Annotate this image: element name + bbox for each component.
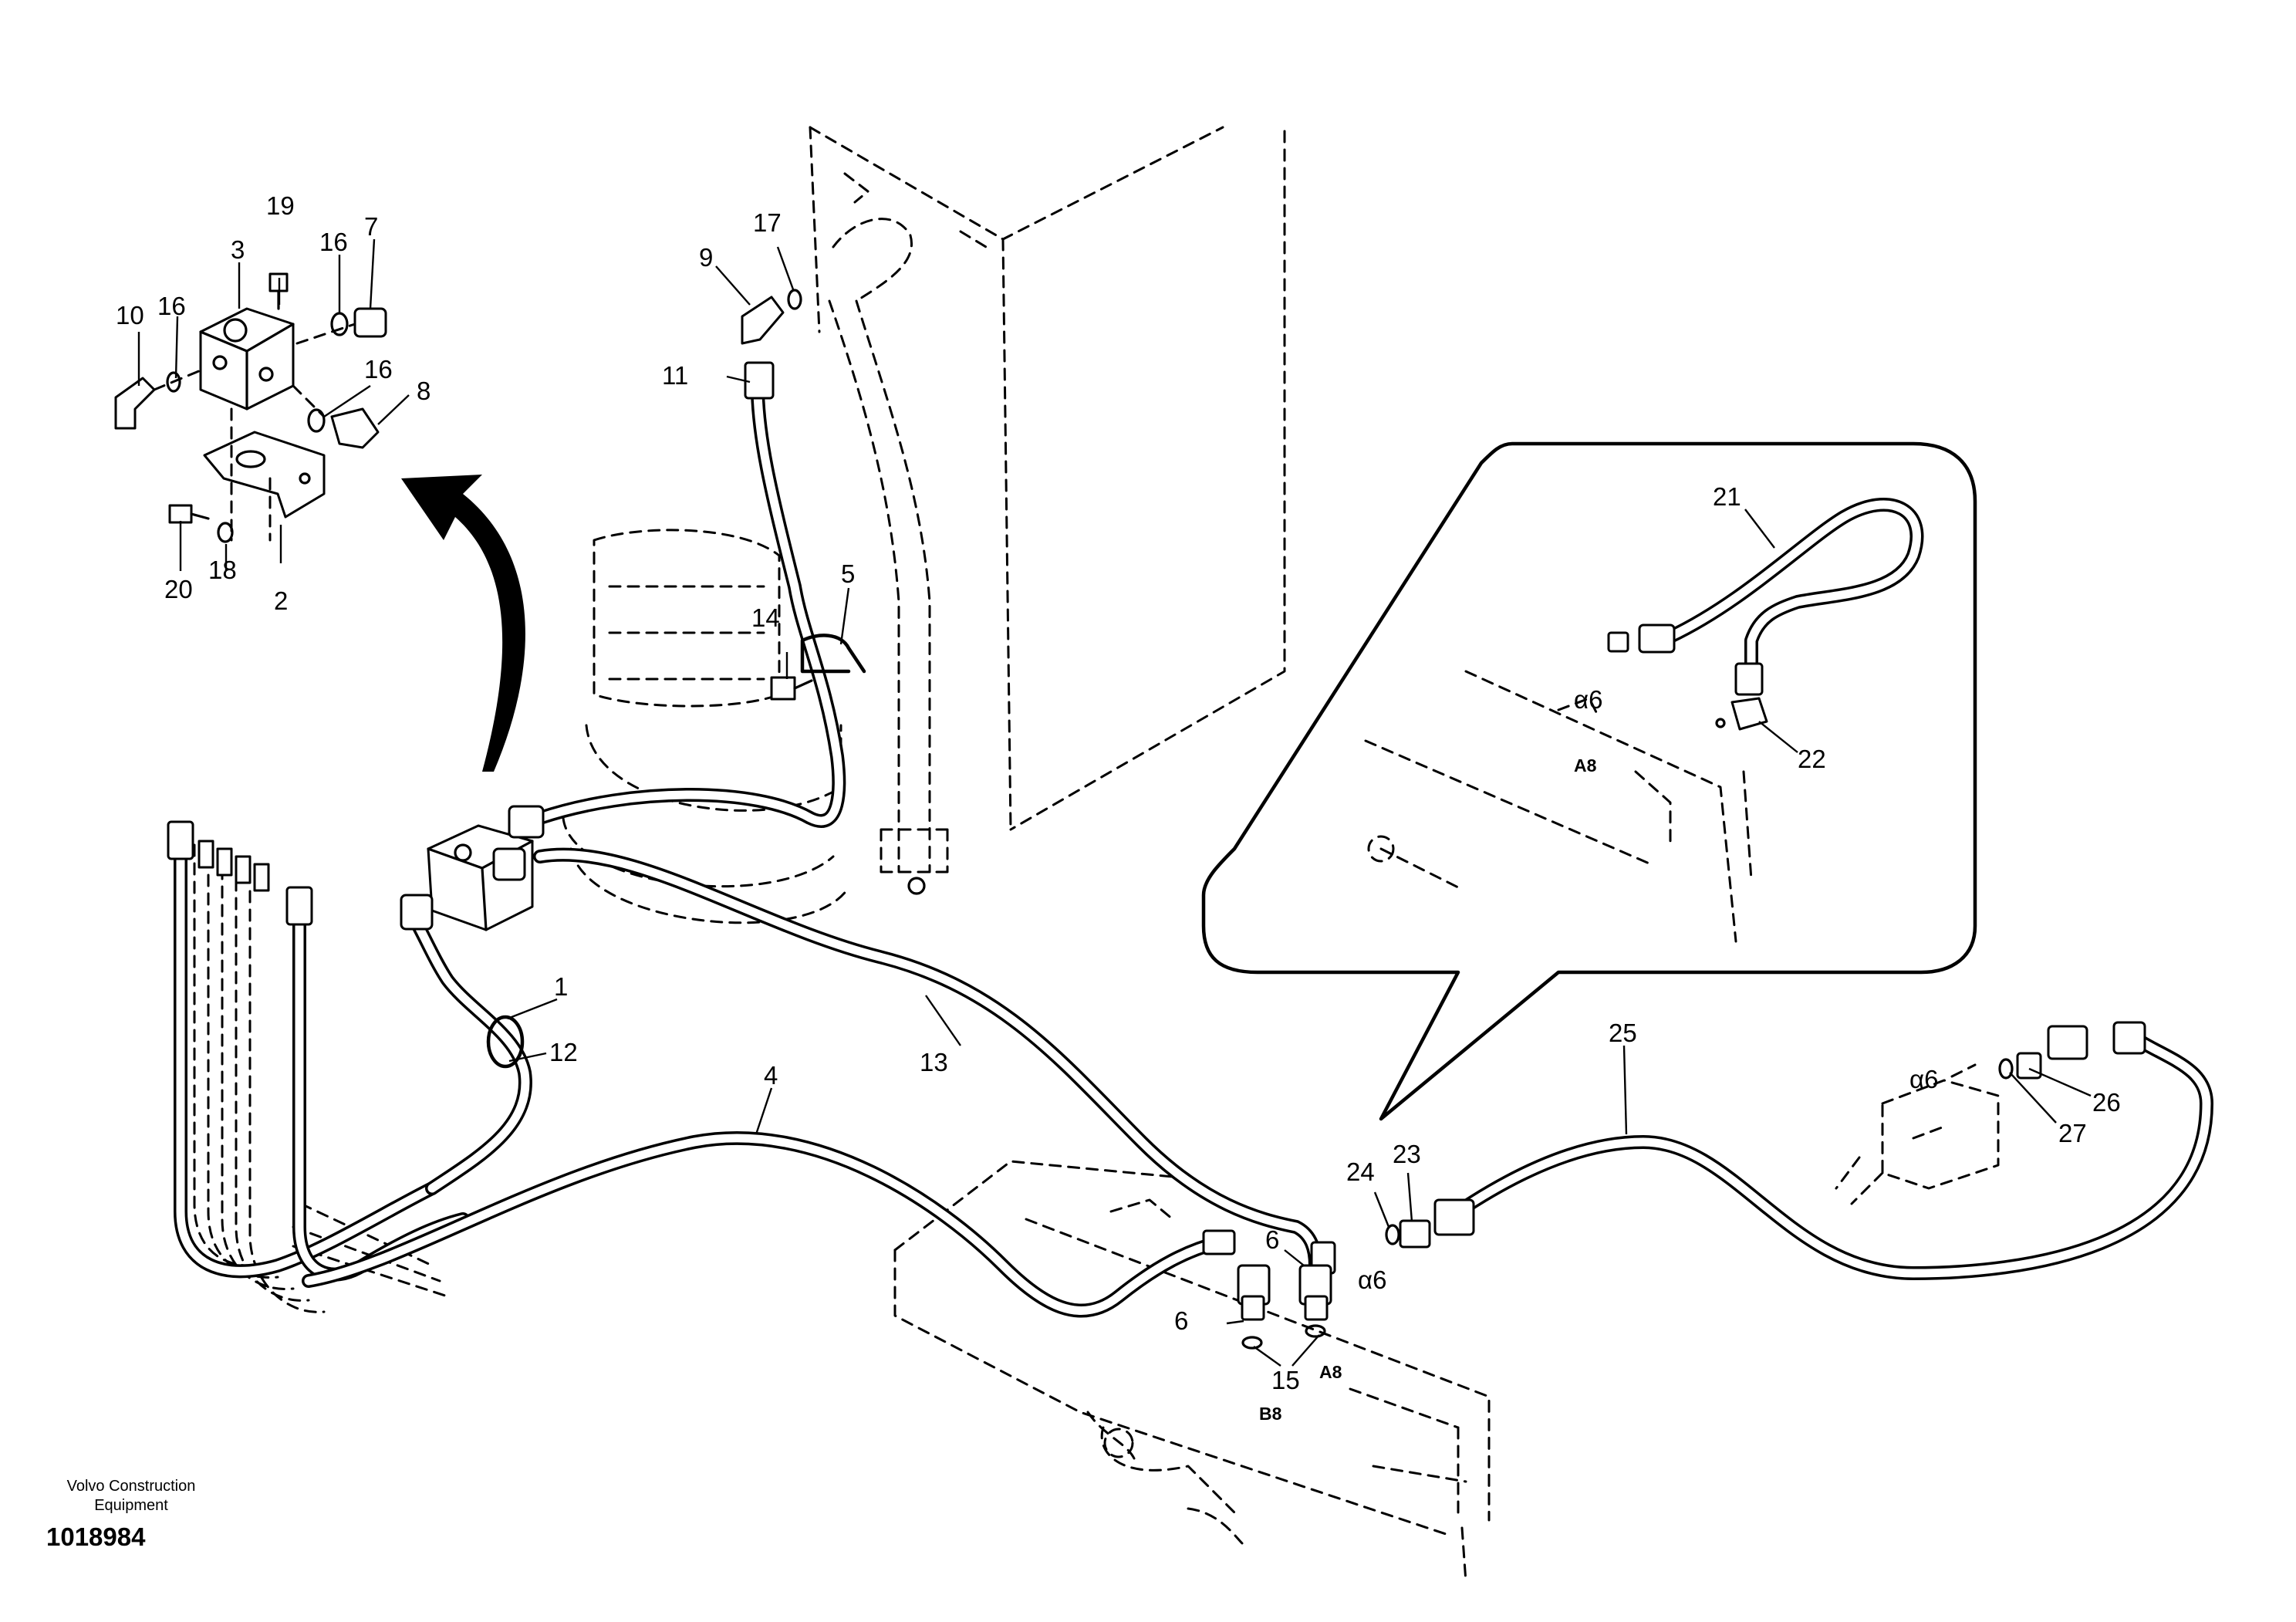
callout-25: 25 [1609,1019,1637,1047]
publisher-line-2: Equipment [94,1497,168,1514]
port-label-a6-right: α6 [1909,1065,1938,1093]
callout-5: 5 [841,559,855,588]
footer: Volvo Construction Equipment 1018984 [46,1478,195,1551]
callout-18: 18 [208,556,237,584]
curved-arrow-icon [401,475,525,772]
callout-numbers: 1 2 3 4 5 6 6 7 8 9 10 11 12 13 14 15 16… [116,191,2121,1394]
callout-9: 9 [699,243,713,272]
leader-lines [137,238,2092,1367]
callout-15: 15 [1271,1366,1300,1394]
callout-21: 21 [1713,482,1741,511]
drawing-number: 1018984 [46,1522,146,1551]
callout-24: 24 [1346,1157,1375,1186]
fittings [167,289,2146,1350]
callout-16b: 16 [319,228,348,256]
o-ring-15b [1305,1324,1326,1338]
hose-clamp-1 [486,1015,525,1069]
port-label-a8-main: A8 [1319,1362,1342,1382]
callout-14: 14 [751,603,780,632]
publisher-line-1: Volvo Construction [67,1478,196,1495]
callout-23: 23 [1393,1140,1421,1168]
hose-12 [402,904,532,1195]
bracket-2 [203,431,326,519]
hoses [174,371,2213,1318]
port-labels: α6 A8 B8 α6 A8 α6 [1259,685,1938,1424]
o-ring-24 [1385,1224,1400,1245]
callout-12: 12 [549,1038,578,1066]
o-ring-17 [787,289,802,310]
tee-22 [1730,697,1768,731]
callout-6a: 6 [1174,1306,1188,1335]
washer-18 [217,522,234,543]
callout-26: 26 [2092,1088,2121,1117]
callout-11: 11 [662,361,688,390]
exploded-valve-assembly [114,272,387,543]
callout-16a: 16 [157,292,186,320]
callout-17: 17 [753,208,782,237]
adapter-23 [1399,1219,1431,1249]
callout-10: 10 [116,301,144,329]
o-ring-15a [1241,1336,1263,1350]
elbow-9 [741,296,785,345]
hose-clamp-5 [800,634,866,674]
callout-16c: 16 [364,355,393,384]
port-label-a6-main: α6 [1358,1265,1386,1294]
elbow-10 [114,377,156,430]
hose-4 [302,1131,1226,1318]
callout-2: 2 [274,586,288,615]
callout-6b: 6 [1265,1225,1279,1254]
port-label-a6-detail: α6 [1574,685,1602,714]
port-label-a8-detail: A8 [1574,755,1597,776]
callout-19: 19 [266,191,295,220]
adapter-26 [2016,1052,2042,1080]
callout-8: 8 [417,377,430,405]
callout-22: 22 [1798,745,1826,773]
callout-4: 4 [764,1061,778,1090]
bolt-20 [168,504,193,524]
port-label-b8-main: B8 [1259,1404,1282,1424]
bolt-14 [770,676,796,701]
callout-13: 13 [920,1048,948,1076]
adapter-6a [1241,1295,1265,1321]
elbow-8 [330,407,380,449]
detail-callout-bubble [1201,441,1977,1121]
fitting-7 [353,307,387,338]
adapter-6b [1304,1295,1329,1321]
callout-7: 7 [364,212,378,241]
callout-20: 20 [164,575,193,603]
o-ring-27 [1998,1058,2014,1080]
callout-1: 1 [554,972,568,1001]
callout-3: 3 [231,235,245,264]
callout-27: 27 [2058,1119,2087,1147]
